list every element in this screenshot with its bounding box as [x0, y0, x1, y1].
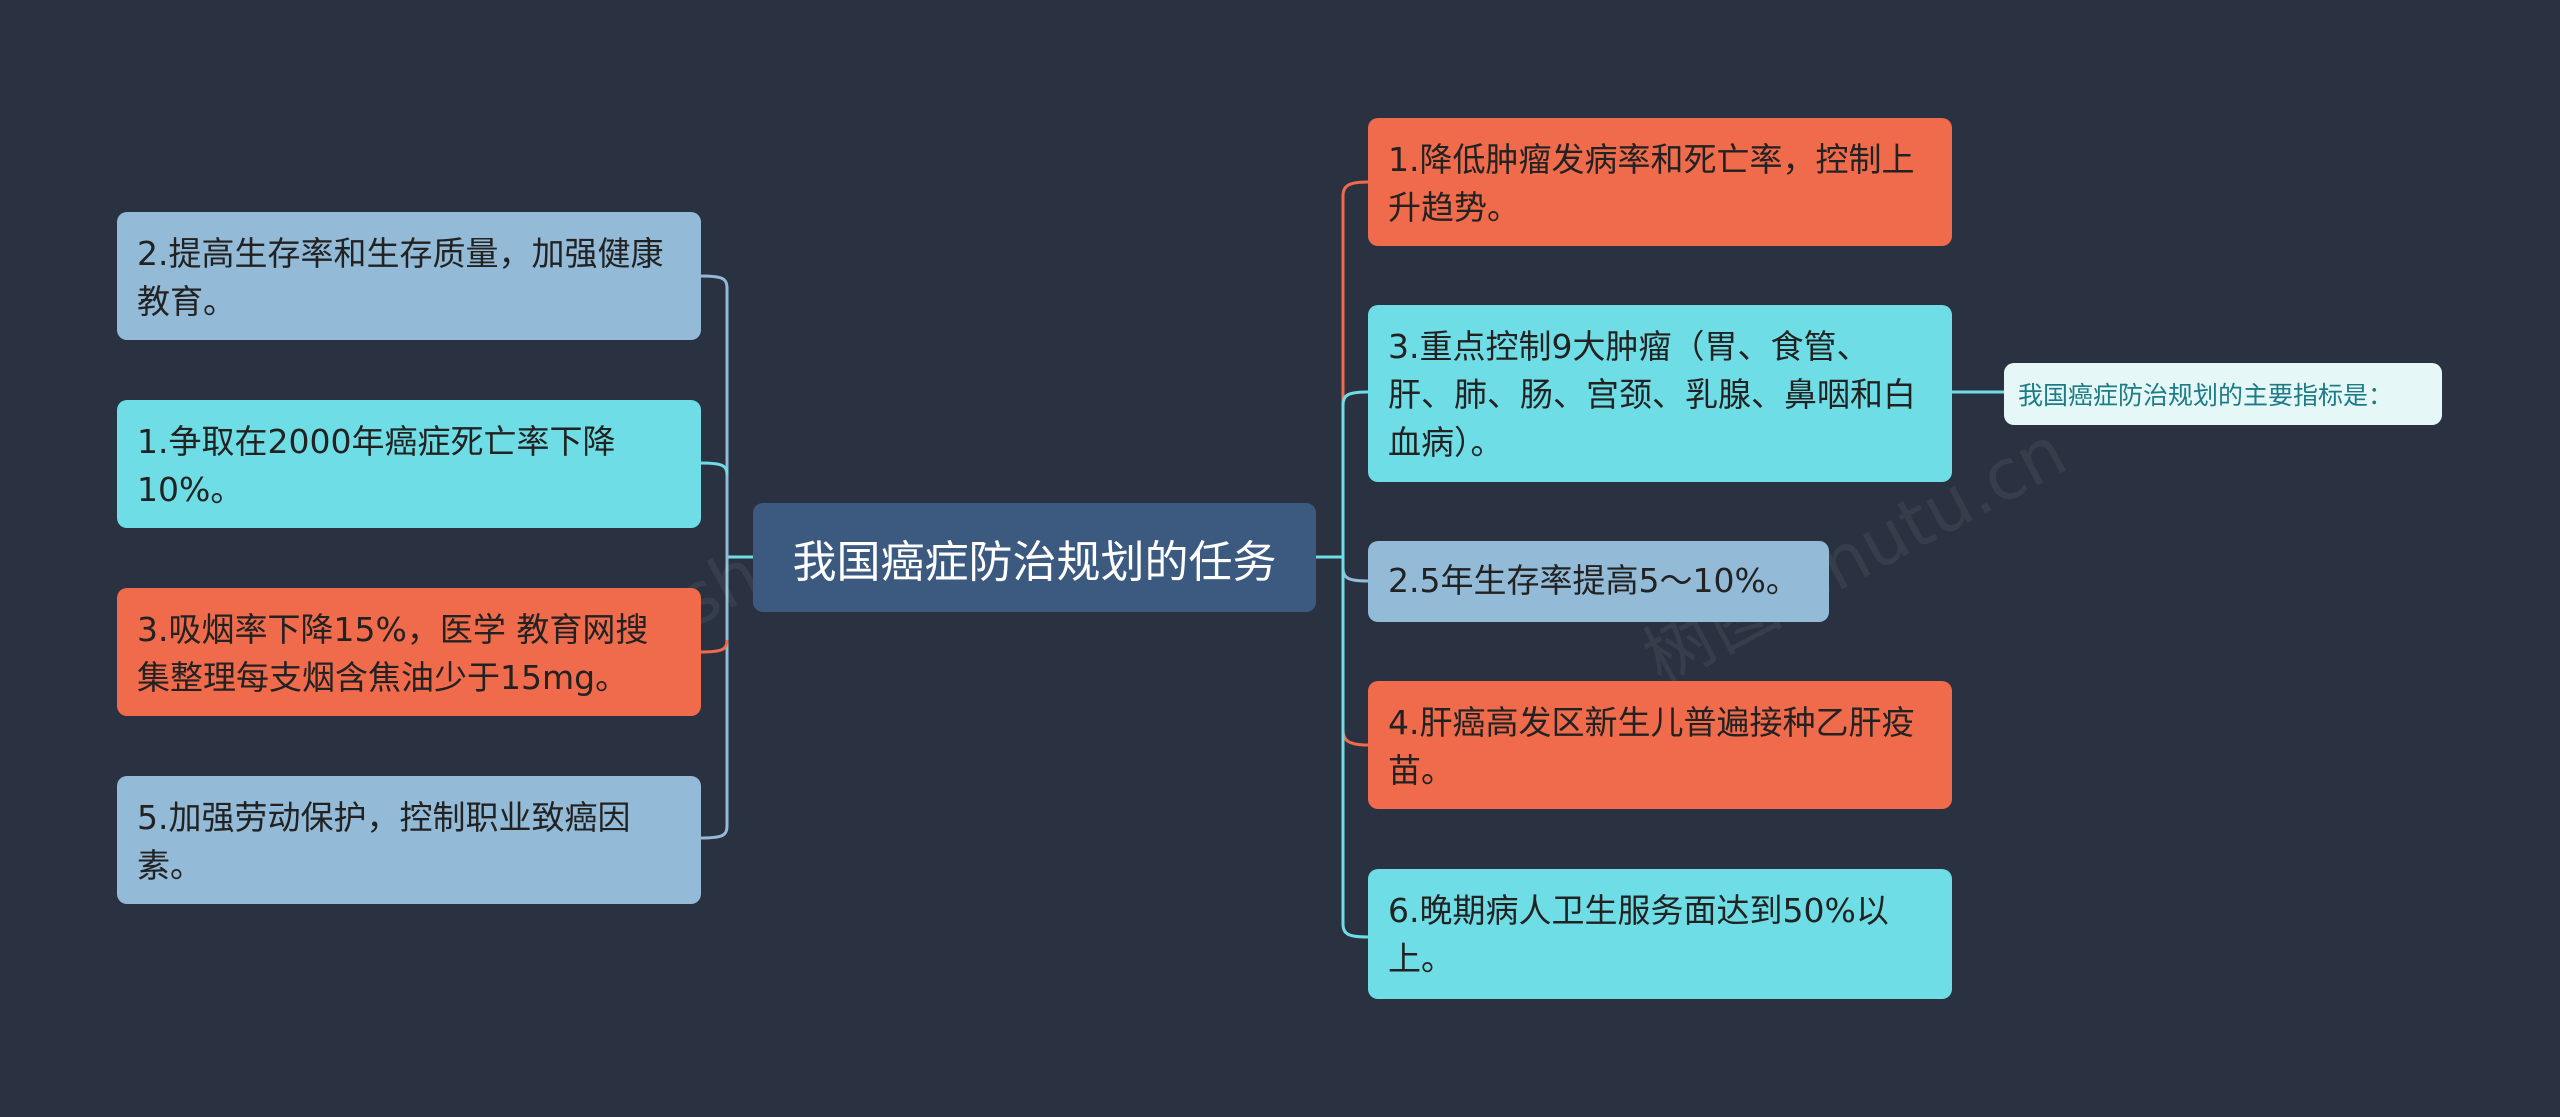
right-node-5[interactable]: 6.晚期病人卫生服务面达到50%以上。: [1368, 869, 1952, 999]
left-node-4[interactable]: 5.加强劳动保护，控制职业致癌因素。: [117, 776, 701, 904]
right-node-2[interactable]: 3.重点控制9大肿瘤（胃、食管、肝、肺、肠、宫颈、乳腺、鼻咽和白血病）。: [1368, 305, 1952, 482]
right-node-3[interactable]: 2.5年生存率提高5～10%。: [1368, 541, 1829, 622]
left-node-3[interactable]: 3.吸烟率下降15%，医学 教育网搜集整理每支烟含焦油少于15mg。: [117, 588, 701, 716]
right-node-1[interactable]: 1.降低肿瘤发病率和死亡率，控制上升趋势。: [1368, 118, 1952, 246]
sub-topic-note[interactable]: 我国癌症防治规划的主要指标是：: [2004, 363, 2442, 425]
left-node-2[interactable]: 1.争取在2000年癌症死亡率下降10%。: [117, 400, 701, 528]
root-topic[interactable]: 我国癌症防治规划的任务: [753, 503, 1316, 612]
right-node-4[interactable]: 4.肝癌高发区新生儿普遍接种乙肝疫苗。: [1368, 681, 1952, 809]
left-node-1[interactable]: 2.提高生存率和生存质量，加强健康教育。: [117, 212, 701, 340]
